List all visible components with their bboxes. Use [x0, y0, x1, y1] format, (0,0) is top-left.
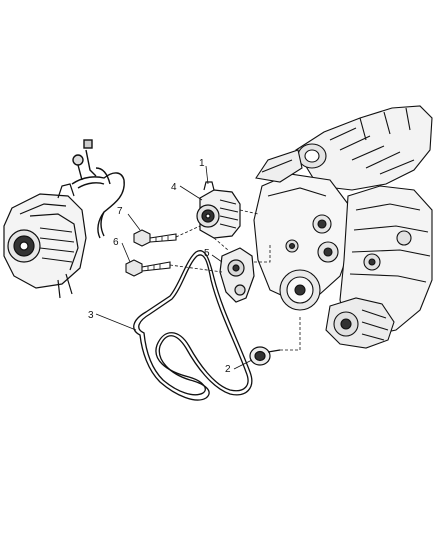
serpentine-belt: [133, 250, 253, 401]
callout-6: 6: [113, 237, 119, 248]
callout-3: 3: [88, 310, 94, 321]
wiring-harness: [71, 139, 125, 239]
callout-1: 1: [199, 158, 205, 169]
belt-tensioner: [219, 247, 255, 303]
alternator-center: [196, 181, 241, 239]
bolt-6: [125, 259, 171, 277]
leader-lines: [95, 165, 301, 370]
idler-pulley: [249, 346, 281, 366]
engine-block: [253, 105, 433, 349]
alternator-left: [3, 183, 87, 299]
callout-2: 2: [225, 364, 231, 375]
callout-7: 7: [117, 206, 123, 217]
callout-5: 5: [204, 248, 210, 259]
bolt-7: [133, 229, 177, 247]
callout-4: 4: [171, 182, 177, 193]
